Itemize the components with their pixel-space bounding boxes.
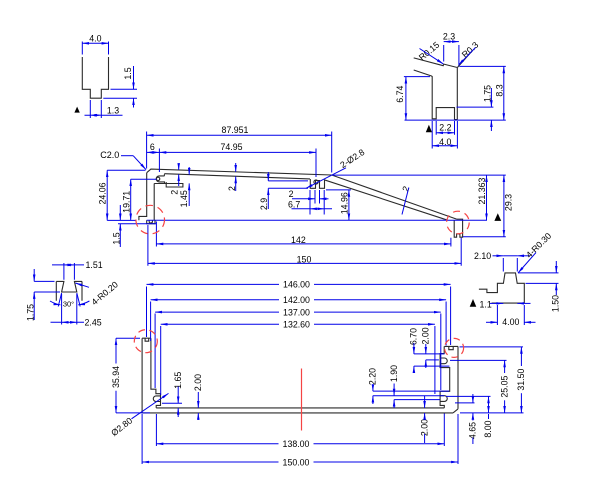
svg-text:1.5: 1.5 xyxy=(111,232,121,244)
svg-text:C2.0: C2.0 xyxy=(100,150,119,160)
svg-text:6: 6 xyxy=(150,142,155,152)
svg-text:25.05: 25.05 xyxy=(499,375,509,397)
svg-text:21.363: 21.363 xyxy=(477,177,487,204)
svg-text:2.3: 2.3 xyxy=(443,31,455,41)
svg-text:2.00: 2.00 xyxy=(419,419,429,436)
svg-text:2: 2 xyxy=(289,189,294,199)
svg-text:6.7: 6.7 xyxy=(288,199,300,209)
svg-text:1.75: 1.75 xyxy=(483,85,493,102)
svg-text:6.70: 6.70 xyxy=(409,328,419,345)
svg-text:1.75: 1.75 xyxy=(25,304,35,321)
svg-text:2.45: 2.45 xyxy=(85,317,102,327)
svg-text:150.00: 150.00 xyxy=(283,457,310,467)
svg-text:74.95: 74.95 xyxy=(220,142,242,152)
svg-text:19.71: 19.71 xyxy=(121,191,131,213)
svg-text:1.50: 1.50 xyxy=(550,295,560,312)
svg-text:2: 2 xyxy=(170,190,180,195)
svg-text:2.9: 2.9 xyxy=(259,198,269,210)
svg-text:4.0: 4.0 xyxy=(439,137,451,147)
svg-text:150: 150 xyxy=(297,255,312,265)
svg-text:4.00: 4.00 xyxy=(502,317,519,327)
svg-text:1.5: 1.5 xyxy=(123,67,133,79)
svg-text:132.60: 132.60 xyxy=(283,320,310,330)
svg-text:4.0: 4.0 xyxy=(89,33,101,43)
svg-text:30°: 30° xyxy=(63,299,74,308)
svg-text:2.00: 2.00 xyxy=(193,374,203,391)
svg-text:2: 2 xyxy=(400,185,411,193)
svg-text:142: 142 xyxy=(291,235,306,245)
svg-text:87.951: 87.951 xyxy=(222,125,249,135)
svg-text:1.1: 1.1 xyxy=(480,299,492,309)
svg-text:24.06: 24.06 xyxy=(98,182,108,204)
svg-text:2.20: 2.20 xyxy=(368,368,378,385)
svg-text:29.3: 29.3 xyxy=(503,194,513,211)
svg-text:6.74: 6.74 xyxy=(395,86,405,103)
svg-text:1.45: 1.45 xyxy=(179,190,189,207)
svg-text:137.00: 137.00 xyxy=(283,307,310,317)
svg-text:1.65: 1.65 xyxy=(173,372,183,389)
svg-text:142.00: 142.00 xyxy=(283,295,310,305)
svg-text:1.3: 1.3 xyxy=(107,106,119,116)
svg-text:14.96: 14.96 xyxy=(340,192,350,214)
svg-text:138.00: 138.00 xyxy=(283,439,310,449)
svg-text:35.94: 35.94 xyxy=(111,366,121,388)
svg-text:146.00: 146.00 xyxy=(283,280,310,290)
svg-text:2.00: 2.00 xyxy=(420,327,430,344)
svg-text:1.90: 1.90 xyxy=(389,365,399,382)
svg-text:8.00: 8.00 xyxy=(483,420,493,437)
svg-text:8.3: 8.3 xyxy=(494,84,504,96)
svg-text:2.2: 2.2 xyxy=(439,123,451,133)
svg-text:31.50: 31.50 xyxy=(516,368,526,390)
svg-text:1.51: 1.51 xyxy=(86,260,103,270)
svg-text:4.65: 4.65 xyxy=(468,422,478,439)
svg-text:2: 2 xyxy=(227,186,237,191)
svg-text:2.10: 2.10 xyxy=(474,251,491,261)
